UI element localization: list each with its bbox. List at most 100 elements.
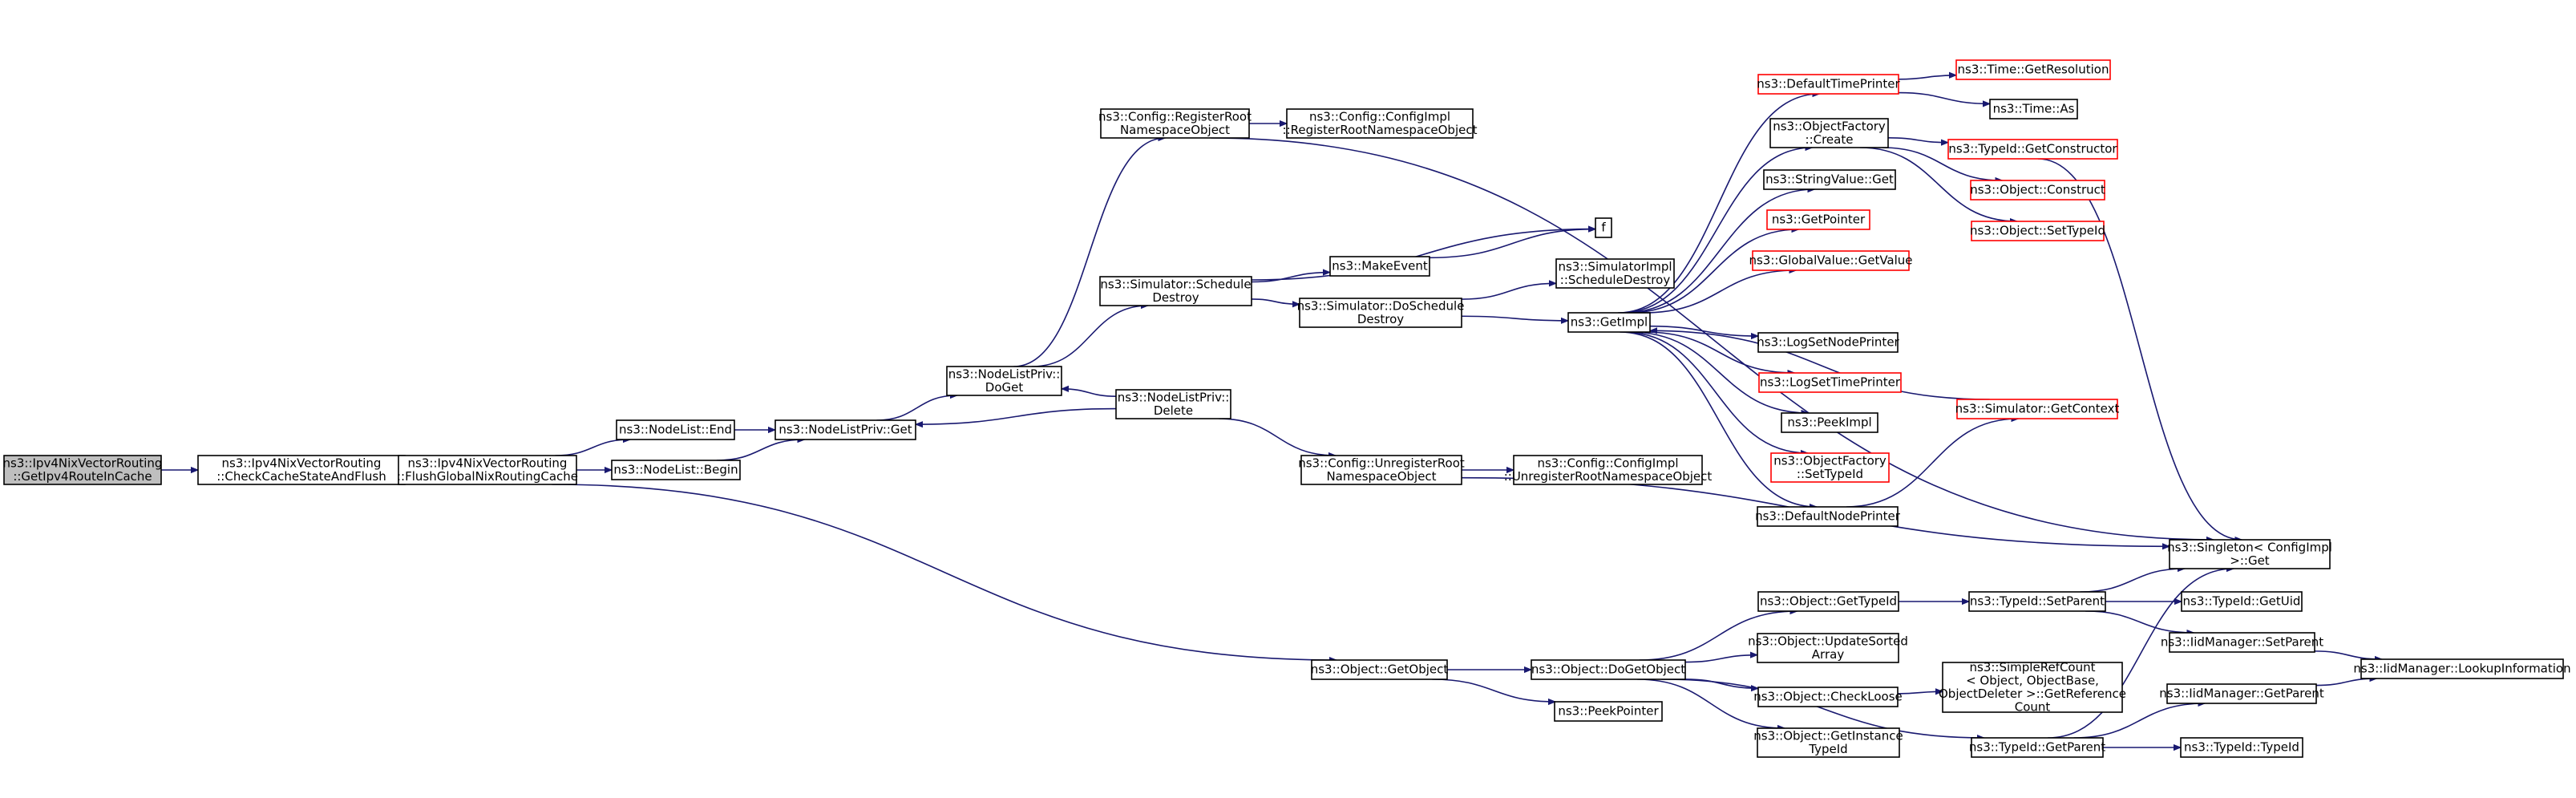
edge-defnodeprinter-to-sim_getcontext xyxy=(1846,419,2019,508)
node-label-line: ns3::Object::UpdateSorted xyxy=(1748,634,1908,648)
node-simimpl-destroy[interactable]: ns3::SimulatorImpl::ScheduleDestroy xyxy=(1555,258,1675,289)
node-box xyxy=(2166,683,2317,704)
edge-iid_setparent-to-iid_lookup xyxy=(2314,650,2382,659)
node-time-getres[interactable]: ns3::Time::GetResolution xyxy=(1955,59,2111,80)
node-stringvalue-get[interactable]: ns3::StringValue::Get xyxy=(1763,169,1896,190)
node-label-line: ns3::Object::CheckLoose xyxy=(1753,690,1903,704)
node-getpointer[interactable]: ns3::GetPointer xyxy=(1766,209,1870,230)
node-box xyxy=(1757,633,1899,663)
node-peekimpl[interactable]: ns3::PeekImpl xyxy=(1781,412,1878,433)
node-time-as[interactable]: ns3::Time::As xyxy=(1989,99,2078,119)
edge-obj_dogetobject-to-obj_checkloose xyxy=(1684,679,1758,688)
node-obj-checkloose[interactable]: ns3::Object::CheckLoose xyxy=(1753,687,1903,707)
node-box xyxy=(2180,737,2303,758)
node-cfg-unregister[interactable]: ns3::Config::UnregisterRootNamespaceObje… xyxy=(1298,455,1465,485)
node-nlp-get[interactable]: ns3::NodeListPriv::Get xyxy=(774,419,916,440)
node-typeid-getparent[interactable]: ns3::TypeId::GetParent xyxy=(1969,737,2105,758)
node-label-line: NamespaceObject xyxy=(1120,123,1230,137)
node-nlp-delete[interactable]: ns3::NodeListPriv::Delete xyxy=(1115,389,1231,419)
node-label-line: ns3::TypeId::SetParent xyxy=(1970,594,2105,609)
node-box xyxy=(1769,118,1889,148)
node-box xyxy=(1757,74,1899,95)
node-label-line: ::Create xyxy=(1806,132,1854,147)
node-label-line: ns3::Config::RegisterRoot xyxy=(1098,109,1252,124)
node-objfactory-settypeid[interactable]: ns3::ObjectFactory::SetTypeId xyxy=(1770,452,1890,483)
node-iid-lookup[interactable]: ns3::IidManager::LookupInformation xyxy=(2353,658,2571,679)
node-iid-getparent[interactable]: ns3::IidManager::GetParent xyxy=(2159,683,2324,704)
node-cfgimpl-register[interactable]: ns3::Config::ConfigImpl::RegisterRootNam… xyxy=(1283,108,1478,139)
node-nl-begin[interactable]: ns3::NodeList::Begin xyxy=(611,460,741,480)
node-obj-gettypeid[interactable]: ns3::Object::GetTypeId xyxy=(1757,591,1899,612)
node-deftimeprinter[interactable]: ns3::DefaultTimePrinter xyxy=(1757,74,1901,95)
node-box xyxy=(1757,506,1899,527)
edge-cfg_register-to-singleton_get xyxy=(1211,137,2214,540)
node-cfgimpl-unregister[interactable]: ns3::Config::ConfigImpl::UnregisterRootN… xyxy=(1504,455,1713,485)
node-box xyxy=(1757,591,1899,612)
node-simplerefcount[interactable]: ns3::SimpleRefCount< Object, ObjectBase,… xyxy=(1939,660,2126,715)
node-flush[interactable]: ns3::Ipv4NixVectorRouting::FlushGlobalNi… xyxy=(397,455,578,485)
edge-obj_dogetobject-to-obj_getinstance xyxy=(1637,679,1785,728)
node-typeid-getuid[interactable]: ns3::TypeId::GetUid xyxy=(2181,591,2303,612)
node-getimpl[interactable]: ns3::GetImpl xyxy=(1567,312,1651,333)
node-typeid-setparent[interactable]: ns3::TypeId::SetParent xyxy=(1968,591,2106,612)
node-box xyxy=(946,366,1062,396)
node-singleton-get[interactable]: ns3::Singleton< ConfigImpl>::Get xyxy=(2167,539,2332,569)
node-nl-end[interactable]: ns3::NodeList::End xyxy=(616,419,735,440)
node-sim-getcontext[interactable]: ns3::Simulator::GetContext xyxy=(1955,399,2120,419)
node-f[interactable]: f xyxy=(1595,217,1612,238)
node-defnodeprinter[interactable]: ns3::DefaultNodePrinter xyxy=(1755,506,1901,527)
node-label-line: ns3::GetPointer xyxy=(1772,213,1866,227)
edge-nlp_delete-to-cfg_unregister xyxy=(1219,418,1336,456)
node-typeid-getctor[interactable]: ns3::TypeId::GetConstructor xyxy=(1947,139,2118,160)
node-box xyxy=(2169,632,2315,653)
node-makeevent[interactable]: ns3::MakeEvent xyxy=(1329,256,1430,277)
node-label-line: ns3::GetImpl xyxy=(1571,315,1648,330)
node-label-line: ns3::NodeListPriv::Get xyxy=(778,423,912,437)
edge-getimpl-to-stringvalue_get xyxy=(1624,189,1815,314)
edge-getimpl-to-peekimpl xyxy=(1630,331,1808,413)
node-sim-schedule[interactable]: ns3::Simulator::ScheduleDestroy xyxy=(1099,276,1252,306)
edge-getimpl-to-logtimeprinter xyxy=(1644,331,1794,373)
edge-getimpl-to-deftimeprinter xyxy=(1618,94,1819,314)
node-label-line: ns3::Time::GetResolution xyxy=(1958,63,2109,77)
node-objfactory-create[interactable]: ns3::ObjectFactory::Create xyxy=(1769,118,1889,148)
node-checkcache[interactable]: ns3::Ipv4NixVectorRouting::CheckCacheSta… xyxy=(197,455,406,485)
node-obj-dogetobject[interactable]: ns3::Object::DoGetObject xyxy=(1531,659,1686,680)
node-label-line: ns3::Simulator::GetContext xyxy=(1955,402,2120,416)
edge-obj_checkloose-to-simplerefcount xyxy=(1897,691,1943,694)
node-cfg-register[interactable]: ns3::Config::RegisterRootNamespaceObject xyxy=(1098,108,1252,139)
node-lognodeprinter[interactable]: ns3::LogSetNodePrinter xyxy=(1757,332,1900,353)
node-logtimeprinter[interactable]: ns3::LogSetTimePrinter xyxy=(1758,372,1902,393)
node-box xyxy=(398,455,577,485)
node-box xyxy=(1595,217,1612,238)
node-box xyxy=(1329,256,1430,277)
node-label-line: ns3::GlobalValue::GetValue xyxy=(1749,253,1912,268)
node-obj-getobject[interactable]: ns3::Object::GetObject xyxy=(1311,659,1449,680)
node-box xyxy=(1942,662,2123,713)
node-iid-setparent[interactable]: ns3::IidManager::SetParent xyxy=(2161,632,2323,653)
node-typeid-typeid[interactable]: ns3::TypeId::TypeId xyxy=(2180,737,2303,758)
node-box xyxy=(2360,658,2564,679)
node-label-line: TypeId xyxy=(1808,742,1847,756)
node-obj-construct[interactable]: ns3::Object::Construct xyxy=(1970,180,2105,201)
node-peekpointer[interactable]: ns3::PeekPointer xyxy=(1554,701,1663,722)
node-nlp-doget[interactable]: ns3::NodeListPriv::DoGet xyxy=(946,366,1062,396)
node-label-line: ns3::DefaultNodePrinter xyxy=(1755,509,1901,524)
node-label-line: ns3::Ipv4NixVectorRouting xyxy=(222,456,382,470)
edge-deftimeprinter-to-time_as xyxy=(1898,91,1990,104)
edge-sim_getcontext-to-getimpl xyxy=(1650,330,1990,400)
node-label-line: ns3::NodeList::End xyxy=(619,423,732,437)
node-box xyxy=(3,455,162,485)
edge-typeid_getctor-to-singleton_get xyxy=(2037,158,2242,540)
node-box xyxy=(2169,539,2331,569)
edge-objfactory_create-to-obj_construct xyxy=(1882,147,2002,180)
node-label-line: ns3::TypeId::GetConstructor xyxy=(1948,142,2117,156)
node-box xyxy=(1956,399,2118,419)
node-obj-settypeid[interactable]: ns3::Object::SetTypeId xyxy=(1970,221,2105,241)
node-box xyxy=(1781,412,1878,433)
node-globalvalue-get[interactable]: ns3::GlobalValue::GetValue xyxy=(1749,250,1913,271)
node-root[interactable]: ns3::Ipv4NixVectorRouting::GetIpv4RouteI… xyxy=(3,455,163,485)
